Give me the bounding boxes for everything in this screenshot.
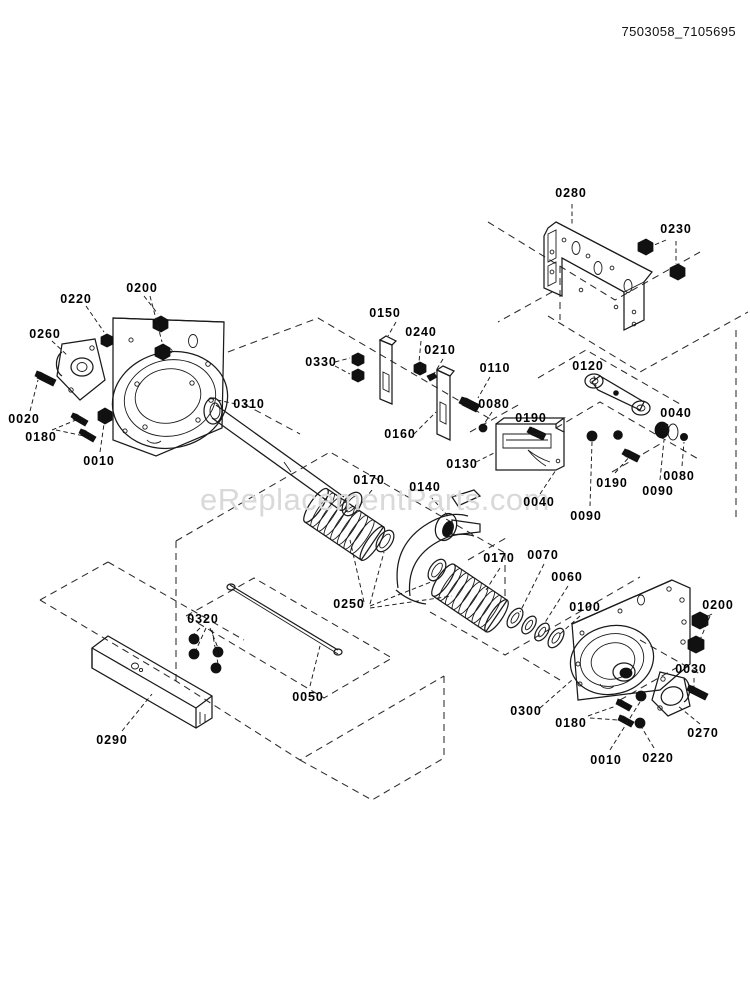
- part-0010: [97, 407, 113, 425]
- callout-0260[interactable]: 0260: [29, 326, 61, 341]
- center-linkage-assembly: [334, 321, 566, 495]
- callout-0270[interactable]: 0270: [687, 725, 719, 740]
- callout-0070[interactable]: 0070: [527, 547, 559, 562]
- part-0090-right: [586, 430, 623, 442]
- callout-0300[interactable]: 0300: [510, 703, 542, 718]
- part-0220-right: [634, 717, 646, 729]
- callout-0050[interactable]: 0050: [292, 689, 324, 704]
- part-0320: [188, 633, 224, 674]
- part-0020: [34, 370, 57, 387]
- part-0230: [637, 238, 686, 281]
- callout-0210[interactable]: 0210: [424, 342, 456, 357]
- callout-0190-center[interactable]: 0190: [515, 410, 547, 425]
- right-gearbox-assembly: [539, 579, 713, 751]
- callout-0200-left[interactable]: 0200: [126, 280, 158, 295]
- callout-0040-right[interactable]: 0040: [660, 405, 692, 420]
- callout-0290[interactable]: 0290: [96, 732, 128, 747]
- callout-0230[interactable]: 0230: [660, 221, 692, 236]
- callout-0090-lower[interactable]: 0090: [570, 508, 602, 523]
- part-0220: [100, 333, 114, 348]
- callout-0190-right[interactable]: 0190: [596, 475, 628, 490]
- callout-0100[interactable]: 0100: [569, 599, 601, 614]
- callout-0080-center[interactable]: 0080: [478, 396, 510, 411]
- callout-0060[interactable]: 0060: [551, 569, 583, 584]
- part-0180: [70, 412, 97, 443]
- callout-0220-left[interactable]: 0220: [60, 291, 92, 306]
- callout-0010-left[interactable]: 0010: [83, 453, 115, 468]
- part-0240: [413, 361, 427, 376]
- upper-bracket-assembly: [543, 204, 686, 332]
- callout-0080-right[interactable]: 0080: [663, 468, 695, 483]
- callout-0020[interactable]: 0020: [8, 411, 40, 426]
- part-0180-right: [615, 698, 635, 728]
- callout-0160[interactable]: 0160: [384, 426, 416, 441]
- part-0040-right: [654, 421, 679, 441]
- part-0190-right: [621, 448, 641, 463]
- callout-0120[interactable]: 0120: [572, 358, 604, 373]
- catalog-number: 7503058_7105695: [621, 24, 736, 39]
- callout-0180-left[interactable]: 0180: [25, 429, 57, 444]
- callout-0090-right[interactable]: 0090: [642, 483, 674, 498]
- callout-0150[interactable]: 0150: [369, 305, 401, 320]
- callout-0140[interactable]: 0140: [409, 479, 441, 494]
- left-gearbox-assembly: [29, 295, 348, 511]
- callout-0130[interactable]: 0130: [446, 456, 478, 471]
- callout-0240[interactable]: 0240: [405, 324, 437, 339]
- callout-0040-center[interactable]: 0040: [523, 494, 555, 509]
- part-0200: [152, 315, 171, 361]
- callout-0110[interactable]: 0110: [479, 360, 511, 375]
- callout-0010-right[interactable]: 0010: [590, 752, 622, 767]
- callout-0320[interactable]: 0320: [187, 611, 219, 626]
- part-0080-right: [680, 432, 689, 441]
- part-0190: [526, 426, 547, 441]
- part-0080: [478, 423, 488, 433]
- part-0010-right: [635, 690, 647, 702]
- callout-0170-upper[interactable]: 0170: [353, 472, 385, 487]
- callout-0030[interactable]: 0030: [675, 661, 707, 676]
- callout-0170-lower[interactable]: 0170: [483, 550, 515, 565]
- steering-rack-assembly: [303, 487, 581, 649]
- callout-0250[interactable]: 0250: [333, 596, 365, 611]
- callout-0220-right[interactable]: 0220: [642, 750, 674, 765]
- lower-beam-assembly: [91, 583, 343, 732]
- part-0030: [686, 684, 709, 701]
- callout-0280[interactable]: 0280: [555, 185, 587, 200]
- callout-0200-right[interactable]: 0200: [702, 597, 734, 612]
- callout-0180-right[interactable]: 0180: [555, 715, 587, 730]
- callout-0310[interactable]: 0310: [233, 396, 265, 411]
- part-0200-right: [687, 611, 709, 654]
- part-0110: [458, 396, 481, 413]
- part-0330: [351, 352, 365, 383]
- part-0210: [426, 372, 438, 382]
- callout-0330[interactable]: 0330: [305, 354, 337, 369]
- right-linkage-assembly: [584, 373, 689, 507]
